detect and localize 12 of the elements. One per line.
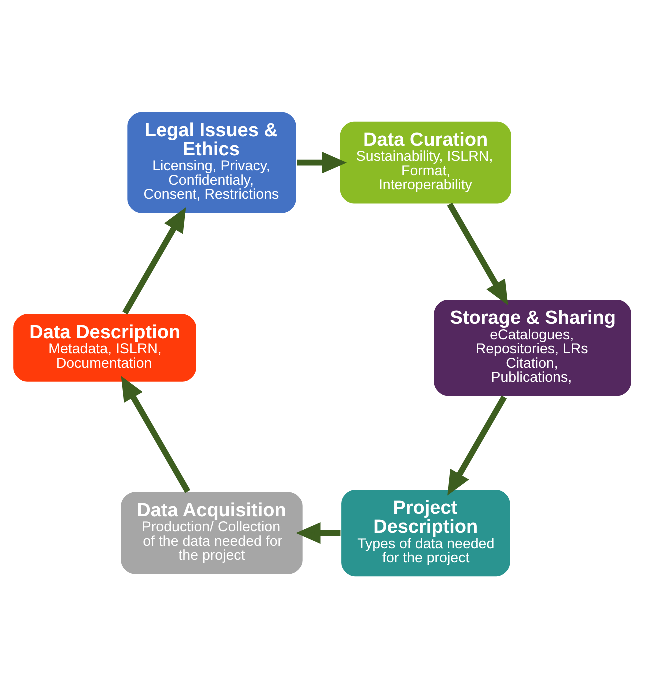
arrow <box>122 208 186 315</box>
arrow <box>296 522 341 544</box>
node-box: Data Description Metadata, ISLRN, Documentation <box>12 313 198 384</box>
node-box: Data Acquisition Production/ Collection of the data needed for the project <box>120 491 304 576</box>
node-box: Data Curation Sustainability, ISLRN, Format, Interoperability <box>339 120 513 205</box>
arrow <box>297 152 348 174</box>
node-box: Legal Issues & Ethics Licensing, Privacy, Confidentialy, Consent, Restrictions <box>126 111 298 214</box>
arrow <box>447 202 508 306</box>
arrow <box>121 376 191 494</box>
arrow <box>448 396 508 496</box>
node-box: Project Description Types of data needed for the project <box>340 488 512 578</box>
node-box: Storage & Sharing eCatalogues, Repositories, LRs Citation, Publications, <box>433 298 633 398</box>
